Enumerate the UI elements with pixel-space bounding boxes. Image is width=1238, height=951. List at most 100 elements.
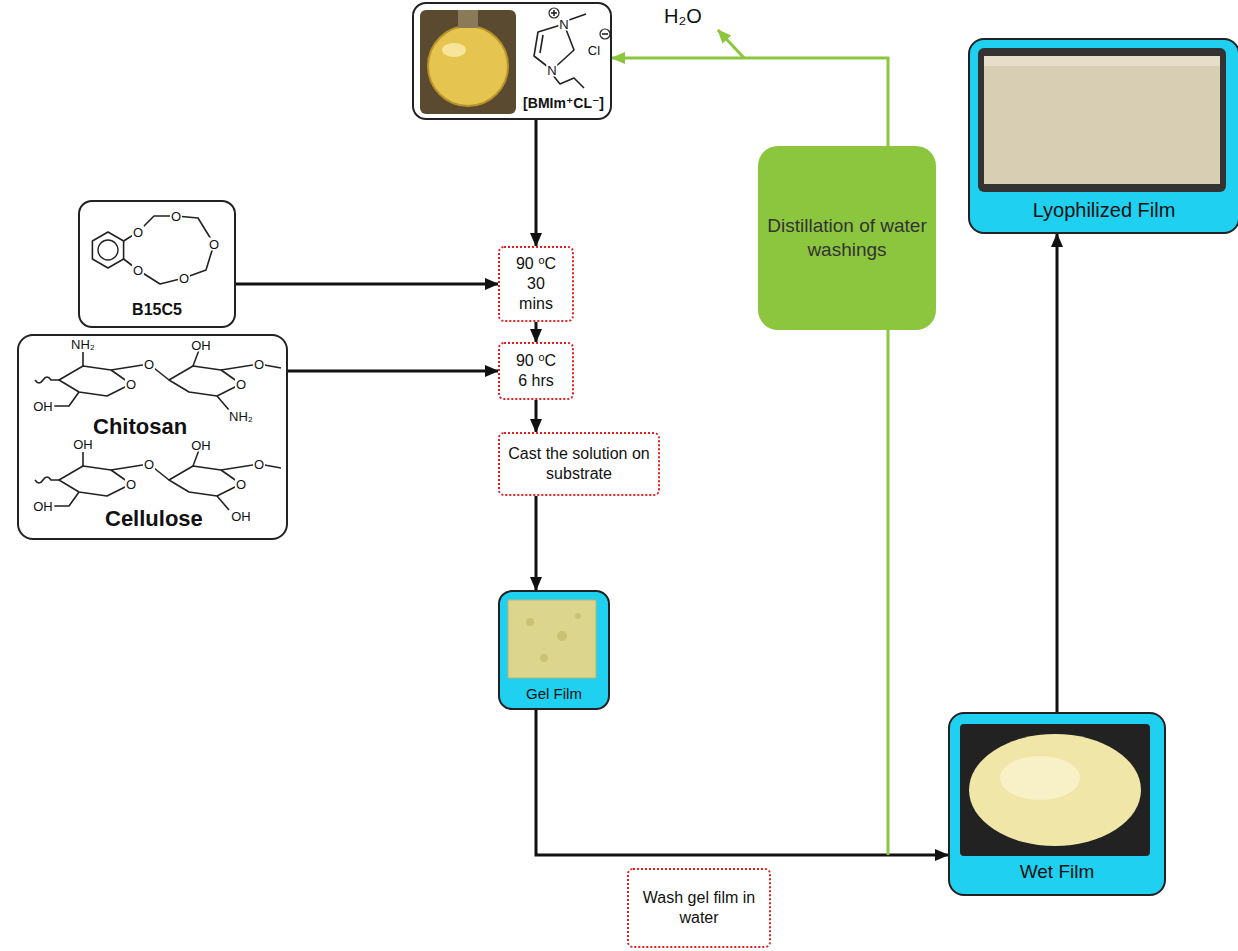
bond-line: [111, 464, 169, 480]
film-box: Wet Film: [948, 712, 1166, 896]
condition-box: 90 ⁰C6 hrs: [498, 342, 574, 400]
atom-label: Cl: [587, 44, 601, 57]
atom-label: NH₂: [70, 338, 96, 351]
gel-texture: [526, 618, 534, 626]
atom-label: O: [253, 458, 265, 471]
charge-minus: [602, 33, 608, 35]
ionic-liquid-box: [BMIm⁺CL⁻]NClN: [412, 2, 612, 120]
flow-connector: [535, 322, 538, 342]
flow-connector: [535, 120, 538, 246]
sugar-ring: [59, 466, 131, 496]
flow-connector: [1056, 234, 1059, 712]
bond-line: [53, 392, 79, 406]
step-text: Wash gel film in water: [637, 888, 761, 928]
recycle-box: Distillation of water washings: [758, 146, 936, 330]
recycle-connector: [887, 330, 890, 855]
charge-plus: [553, 10, 555, 16]
node-label: Gel Film: [500, 685, 608, 703]
bond-line: [540, 35, 543, 53]
node-label: Lyophilized Film: [970, 198, 1238, 222]
atom-label: O: [143, 458, 155, 471]
gel-texture: [540, 654, 548, 662]
condition-box: 90 ⁰C30 mins: [498, 246, 574, 322]
atom-label: O: [253, 358, 265, 371]
atom-label: NH₂: [228, 410, 254, 423]
sugar-ring: [59, 366, 131, 396]
step-text: 30 mins: [508, 274, 564, 314]
node-label: B15C5: [80, 300, 234, 319]
flask-liquid: [428, 26, 508, 106]
flow-connector: [236, 283, 498, 286]
atom-label: N: [546, 64, 557, 77]
bond-line: [221, 364, 281, 370]
flask-neck: [458, 10, 478, 28]
sugar-ring: [169, 466, 241, 496]
vapour-arrow: [718, 30, 744, 58]
bond-line: [53, 492, 79, 506]
node-label: Cellulose: [105, 506, 203, 532]
chain-end: [35, 377, 59, 383]
flask-highlight: [442, 43, 466, 57]
atom-label: O: [125, 378, 137, 391]
benzene-ring: [98, 240, 118, 260]
node-label: [BMIm⁺CL⁻]: [523, 95, 604, 112]
lyophilized-film-shape: [984, 56, 1220, 184]
flask-photo: [420, 10, 516, 114]
flow-connector: [536, 710, 948, 855]
flow-connector: [535, 496, 538, 590]
atom-label: O: [235, 478, 247, 491]
recycle-connector: [612, 58, 888, 146]
flow-connector: [535, 400, 538, 432]
chain-end: [35, 477, 59, 483]
gel-texture: [575, 613, 581, 619]
lyophilized-photo: [978, 48, 1226, 192]
bond-line: [569, 14, 586, 20]
atom-label: OH: [190, 439, 212, 452]
atom-label: O: [178, 272, 190, 285]
charge-plus: [549, 8, 559, 18]
atom-label: O: [132, 264, 144, 277]
lyophilized-film-edge: [984, 56, 1220, 66]
atom-label: O: [170, 210, 182, 223]
gel-texture: [557, 631, 567, 641]
bond-line: [193, 450, 199, 466]
wet-film-shape: [969, 734, 1141, 846]
atom-label: O: [235, 378, 247, 391]
byproduct-label: H₂O: [663, 6, 703, 26]
bond-line: [221, 464, 281, 470]
atom-label: N: [558, 18, 569, 31]
reagent-box: B15C5 O O O O O: [78, 200, 236, 328]
flow-connector: [288, 370, 498, 373]
benzene-ring: [92, 232, 123, 268]
atom-label: OH: [32, 500, 54, 513]
step-box: Wash gel film in water: [627, 868, 771, 948]
wet-film-highlight: [1000, 756, 1080, 800]
bond-line: [82, 452, 84, 466]
gel-photo: [508, 600, 596, 678]
step-text: Distillation of water washings: [766, 214, 928, 262]
atom-label: OH: [190, 339, 212, 352]
crown-ring: [138, 216, 214, 284]
charge-minus: [600, 29, 610, 39]
step-text: Cast the solution on substrate: [508, 444, 650, 484]
bond-line: [193, 350, 199, 366]
sugar-ring: [169, 366, 241, 396]
atom-label: OH: [230, 510, 252, 523]
atom-label: OH: [72, 438, 94, 451]
atom-label: O: [143, 358, 155, 371]
atom-label: O: [132, 226, 144, 239]
bond-line: [82, 352, 84, 366]
node-label: Wet Film: [950, 861, 1164, 884]
wet-photo: [960, 724, 1150, 856]
polymer-box: ChitosanCelluloseNH₂OHOOOHONH₂OOHOHOOOHO…: [17, 334, 288, 540]
film-box: Lyophilized Film: [968, 38, 1238, 234]
bond-line: [217, 396, 229, 410]
atom-label: O: [125, 478, 137, 491]
step-text: 90 ⁰C: [516, 254, 556, 274]
atom-label: OH: [32, 400, 54, 413]
bond-line: [217, 496, 229, 510]
bond-line: [111, 364, 169, 380]
atom-label: O: [208, 238, 220, 251]
film-box: Gel Film: [498, 590, 610, 710]
